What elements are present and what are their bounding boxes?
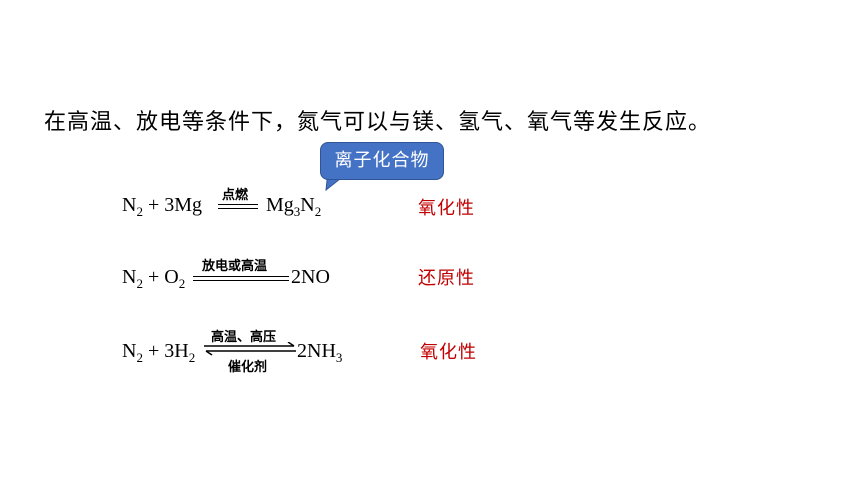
reaction-2-line-bottom xyxy=(193,280,289,281)
callout-text: 离子化合物 xyxy=(334,150,430,171)
reaction-2-property: 还原性 xyxy=(418,268,475,289)
reaction-1-line-top xyxy=(218,204,258,205)
reaction-1-condition: 点燃 xyxy=(222,188,249,203)
reaction-3-property: 氧化性 xyxy=(420,342,477,363)
reaction-1-products: Mg3N2 xyxy=(266,194,322,219)
reversible-arrow-icon xyxy=(204,342,296,356)
intro-text: 在高温、放电等条件下，氮气可以与镁、氢气、氧气等发生反应。 xyxy=(44,110,712,135)
reaction-1-line-bottom xyxy=(218,208,258,209)
callout-bubble: 离子化合物 xyxy=(320,142,444,180)
reaction-3-condition-bottom: 催化剂 xyxy=(228,360,268,375)
reaction-1-property: 氧化性 xyxy=(418,198,475,219)
reaction-3-products: 2NH3 xyxy=(297,340,343,365)
reaction-2-line-top xyxy=(193,276,289,277)
reaction-2-condition: 放电或高温 xyxy=(202,259,268,274)
reaction-3-condition-top: 高温、高压 xyxy=(211,330,277,345)
reaction-1-reactants: N2 + 3Mg xyxy=(122,194,203,219)
reaction-3-reactants: N2 + 3H2 xyxy=(122,340,196,365)
reaction-2-reactants: N2 + O2 xyxy=(122,266,186,291)
reaction-2-products: 2NO xyxy=(291,266,330,288)
